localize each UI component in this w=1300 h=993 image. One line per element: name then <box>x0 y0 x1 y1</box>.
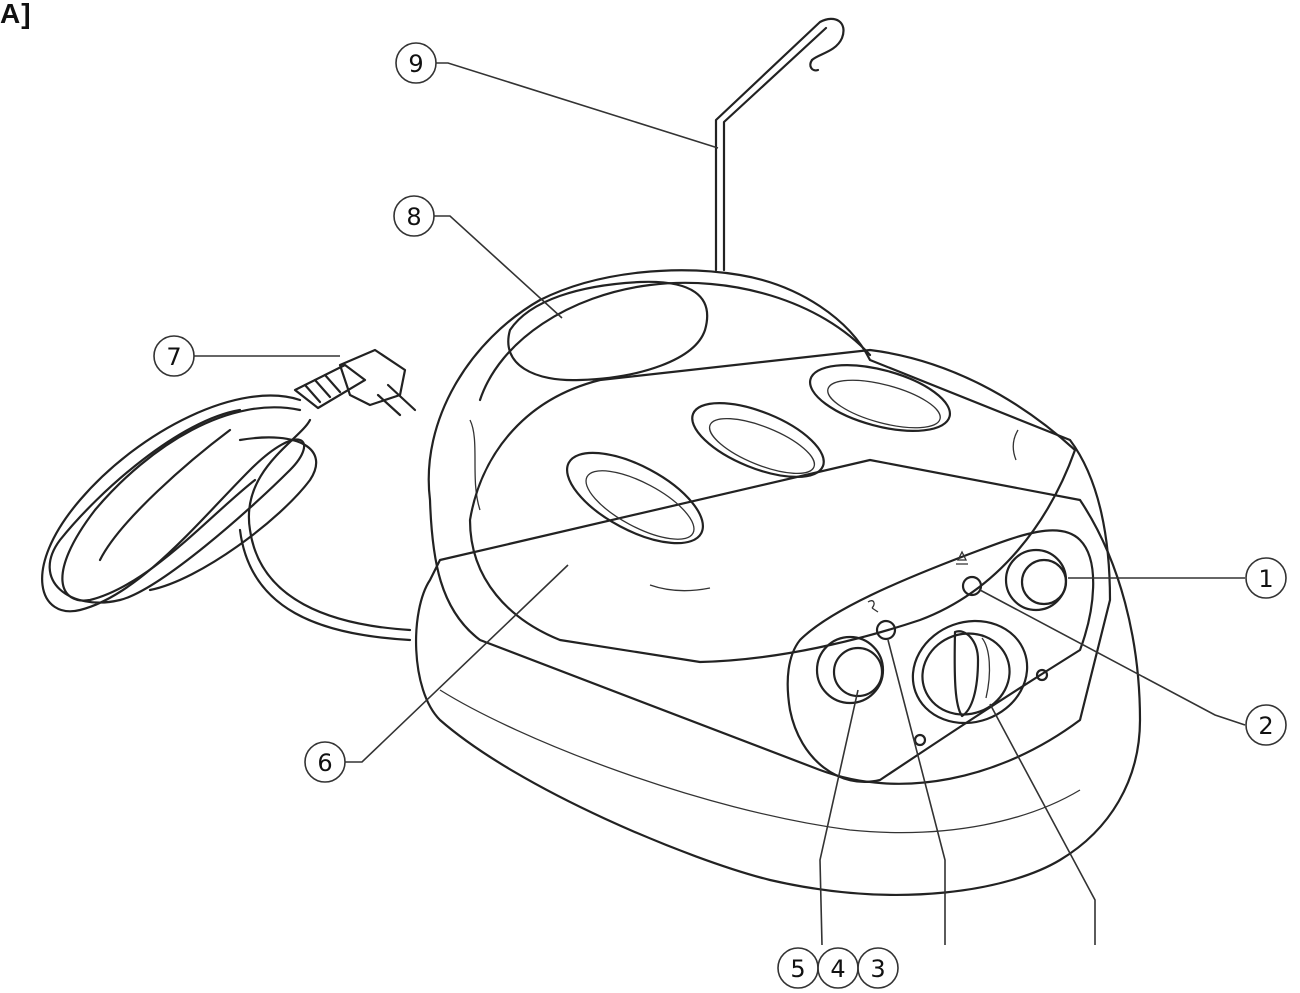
callout-7-label: 7 <box>166 343 181 371</box>
filter-cover <box>507 280 709 382</box>
left-button[interactable] <box>815 635 885 705</box>
callout-4-label: 4 <box>830 955 845 983</box>
callout-4: 4 <box>817 947 859 989</box>
control-panel <box>786 529 1095 783</box>
hanger-rod <box>714 17 845 272</box>
left-indicator-light <box>875 619 897 641</box>
callout-3-label: 3 <box>870 955 885 983</box>
center-dial[interactable] <box>898 605 1041 739</box>
right-button[interactable] <box>1004 548 1068 612</box>
callout-6-label: 6 <box>317 749 332 777</box>
dial-marker-left <box>913 733 927 747</box>
callout-9: 9 <box>395 42 437 84</box>
callout-7: 7 <box>153 335 195 377</box>
figure-label: A] <box>0 0 32 29</box>
callout-2-label: 2 <box>1258 712 1273 740</box>
power-cord <box>41 394 412 642</box>
callout-5: 5 <box>777 947 819 989</box>
right-indicator-icon <box>956 550 968 565</box>
callout-3: 3 <box>857 947 899 989</box>
right-indicator-light <box>961 575 983 597</box>
callout-8: 8 <box>393 195 435 237</box>
callout-1: 1 <box>1245 557 1287 599</box>
callout-1-label: 1 <box>1258 565 1273 593</box>
callout-9-label: 9 <box>408 50 423 78</box>
housing <box>414 269 1142 896</box>
top-panel <box>468 348 1077 664</box>
callout-8-label: 8 <box>406 203 421 231</box>
left-indicator-icon <box>867 600 879 613</box>
callout-2: 2 <box>1245 704 1287 746</box>
dial-marker-right <box>1035 668 1049 682</box>
callout-5-label: 5 <box>790 955 805 983</box>
plug <box>293 348 417 417</box>
callout-6: 6 <box>304 741 346 783</box>
leader-lines <box>194 62 1246 946</box>
